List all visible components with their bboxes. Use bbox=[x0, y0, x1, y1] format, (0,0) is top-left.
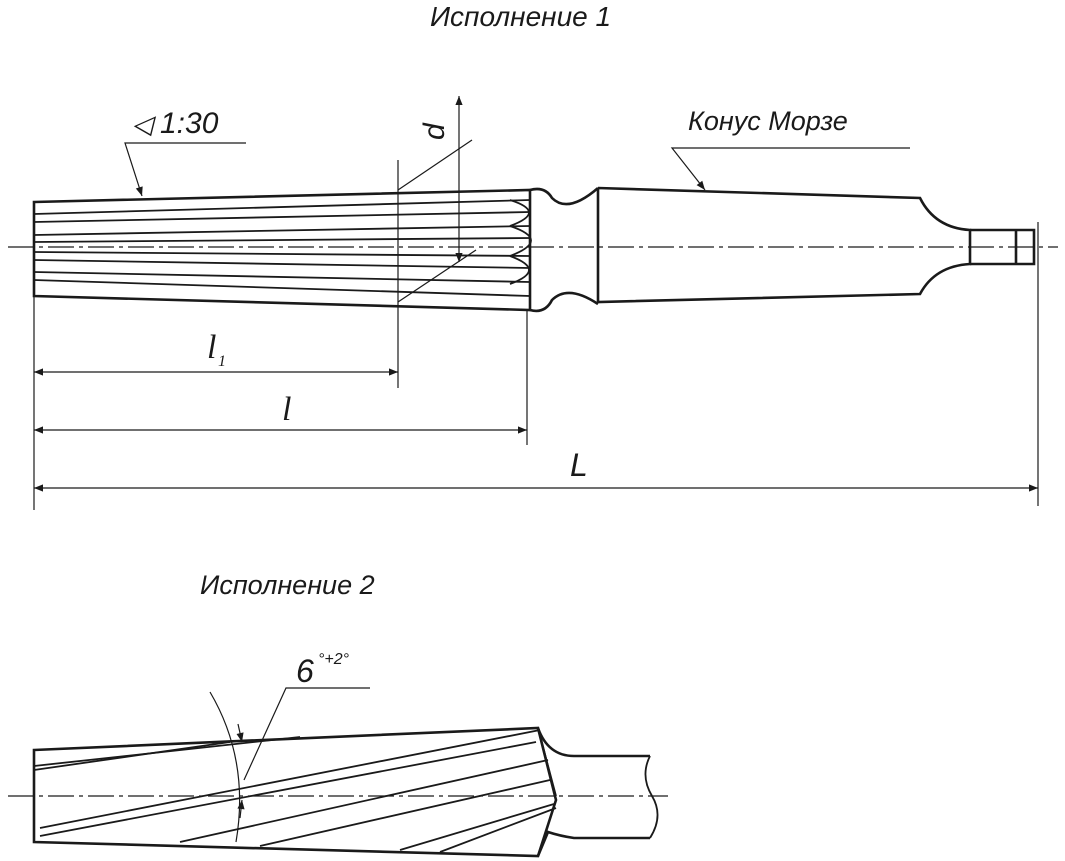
angle-value: 6 bbox=[296, 653, 314, 689]
dimension-l: l bbox=[34, 391, 527, 434]
helix-angle-callout: 6 °+2° bbox=[209, 651, 370, 843]
shank-stub bbox=[536, 727, 659, 857]
taper-ratio: 1:30 bbox=[160, 107, 219, 140]
dim-l1-label: l bbox=[207, 329, 216, 366]
title-execution-2: Исполнение 2 bbox=[200, 570, 375, 600]
morse-callout: Конус Морзе bbox=[670, 106, 910, 191]
spiral-cutting-part bbox=[32, 726, 558, 858]
diameter-dimension: d bbox=[397, 96, 477, 303]
cutting-part bbox=[32, 188, 532, 312]
dimension-L: L bbox=[34, 447, 1038, 492]
dim-l1-subscript: 1 bbox=[218, 353, 226, 370]
taper-symbol: ◁ bbox=[132, 109, 157, 139]
neck bbox=[529, 187, 599, 313]
dim-d-label: d bbox=[418, 122, 451, 140]
dim-L-label: L bbox=[570, 447, 588, 483]
angle-tolerance: °+2° bbox=[318, 651, 350, 668]
title-execution-1: Исполнение 1 bbox=[430, 1, 611, 32]
taper-callout: ◁ 1:30 bbox=[124, 107, 246, 197]
dim-l-label: l bbox=[282, 391, 291, 428]
morse-label: Конус Морзе bbox=[688, 106, 848, 136]
dimension-l1: l 1 bbox=[34, 329, 398, 376]
morse-taper-shank bbox=[596, 186, 1036, 304]
